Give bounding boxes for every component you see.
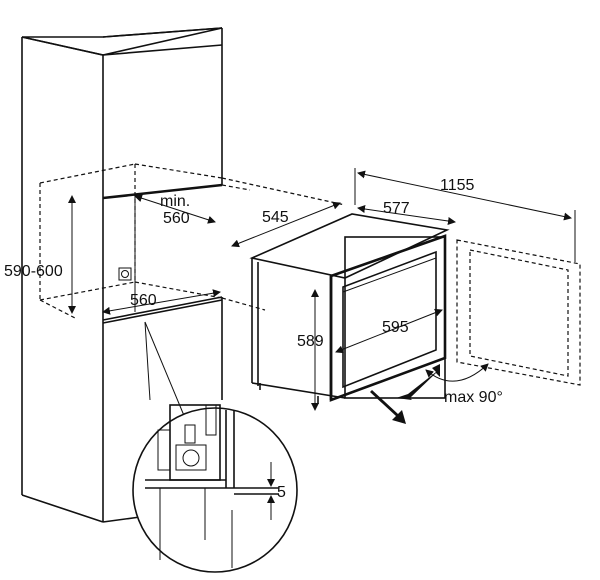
appliance-depth-label: 545 bbox=[262, 209, 289, 226]
min-depth-dimension: min. 560 bbox=[134, 193, 216, 227]
niche-height-dimension: 590-600 bbox=[4, 195, 76, 314]
min-depth-label: 560 bbox=[163, 210, 190, 227]
appliance-width-label: 595 bbox=[382, 319, 409, 336]
door-swing-arc: max 90° bbox=[425, 363, 503, 406]
appliance-height-label: 589 bbox=[297, 333, 324, 350]
niche-height-label: 590-600 bbox=[4, 263, 63, 280]
appliance-depth-dimension: 545 bbox=[231, 201, 341, 248]
min-depth-prefix: min. bbox=[160, 193, 190, 210]
total-depth-label: 1155 bbox=[440, 177, 475, 194]
detail-magnifier bbox=[132, 404, 298, 573]
push-arrows bbox=[370, 364, 440, 424]
niche-width-dimension: 560 bbox=[102, 289, 221, 315]
niche-width-label: 560 bbox=[130, 292, 157, 309]
wine-cooler-appliance bbox=[249, 213, 450, 404]
door-depth-label: 577 bbox=[383, 200, 410, 217]
door-angle-label: max 90° bbox=[444, 389, 503, 406]
gap-label: 5 bbox=[277, 484, 286, 501]
detail-leader-line-2 bbox=[144, 321, 151, 401]
open-door-outline bbox=[456, 239, 581, 386]
gap-dimension: 5 bbox=[267, 462, 286, 520]
total-depth-dimension: 1155 bbox=[354, 168, 576, 262]
door-depth-dimension: 577 bbox=[357, 200, 456, 225]
appliance-height-dimension: 589 bbox=[297, 289, 324, 411]
detail-leader-line bbox=[144, 321, 186, 419]
appliance-width-dimension: 595 bbox=[335, 308, 443, 354]
